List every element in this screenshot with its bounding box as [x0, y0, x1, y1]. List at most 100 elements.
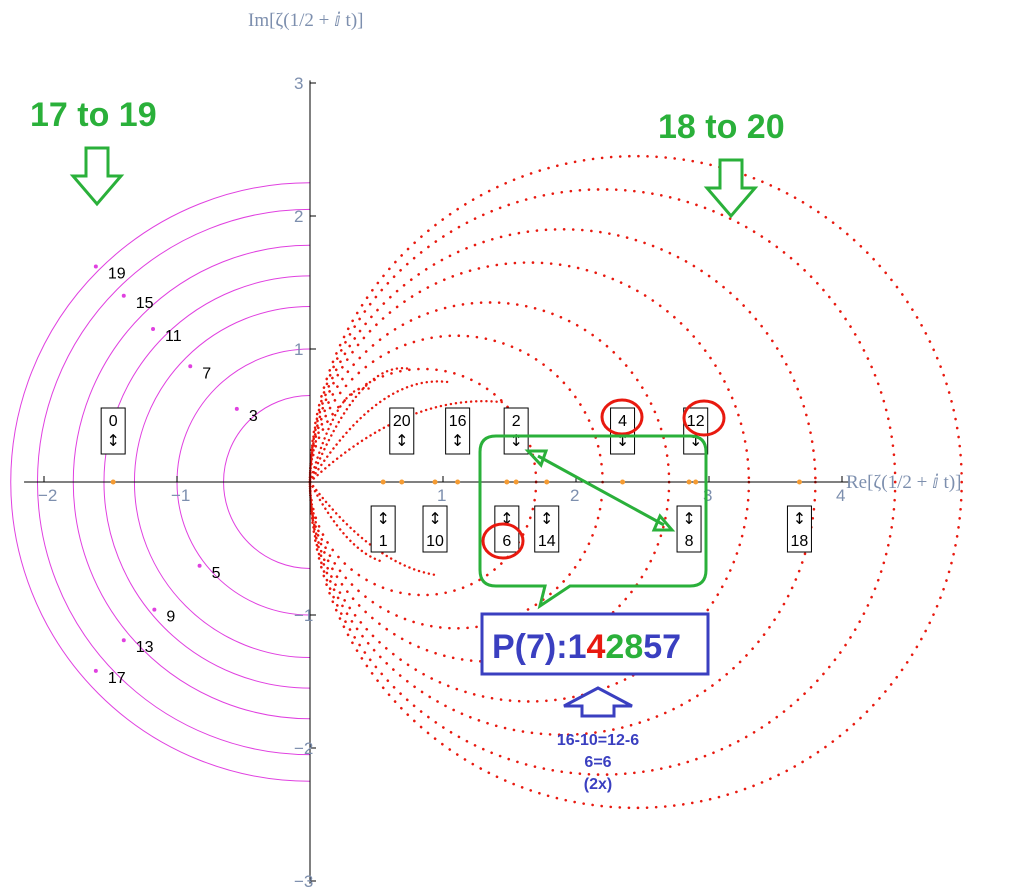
zero-point: [504, 479, 510, 485]
p7-digit: 7: [662, 628, 681, 666]
zero-box: [503, 407, 529, 455]
zero-label: 6: [502, 533, 511, 550]
point-label: 5: [212, 565, 221, 582]
point-label: 9: [166, 609, 175, 626]
p7-text: P(7):142857: [492, 628, 681, 666]
zero-label: 20: [393, 413, 411, 430]
x-tick-label: 4: [836, 486, 845, 505]
zero-point: [693, 479, 699, 485]
zero-box: [100, 407, 126, 455]
zero-point: [110, 479, 116, 485]
y-tick-label: −1: [294, 606, 313, 625]
point-label: 3: [249, 408, 258, 425]
p7-digit: 1: [568, 628, 587, 666]
note-line: 16-10=12-6: [557, 732, 639, 749]
zero-point: [544, 479, 550, 485]
p7-digit: 4: [586, 628, 605, 666]
x-axis-label: Re[ζ(1/2 + ⅈ t)]: [846, 472, 961, 493]
red-inner-curve-3: [308, 380, 451, 484]
p7-digit: 2: [605, 628, 624, 666]
green-speech-bubble: [478, 434, 708, 610]
point-label: 7: [202, 365, 211, 382]
y-tick-label: −3: [294, 872, 313, 891]
updown-arrow-icon: ↕: [540, 509, 553, 528]
y-tick-label: 1: [294, 340, 303, 359]
left-range-label: 17 to 19: [30, 96, 157, 134]
magenta-point: [151, 327, 156, 332]
point-label: 15: [136, 295, 154, 312]
p7-box: [480, 612, 710, 676]
zero-label: 16: [449, 413, 467, 430]
point-label: 11: [165, 328, 182, 345]
red-loop-7: [308, 154, 963, 810]
magenta-point: [197, 563, 202, 568]
red-inner-curve-2: [308, 367, 411, 484]
updown-arrow-icon: ↕: [451, 431, 464, 450]
zero-point: [380, 479, 386, 485]
y-tick-label: 3: [294, 74, 303, 93]
zero-label: 1: [379, 533, 388, 550]
zero-label: 8: [685, 533, 694, 550]
x-tick-label: −1: [171, 486, 190, 505]
zero-label: 12: [687, 413, 705, 430]
magenta-point: [234, 406, 239, 411]
y-tick-label: −2: [294, 739, 313, 758]
zero-label: 10: [426, 533, 444, 550]
zero-box: [786, 505, 812, 553]
zero-label: 18: [791, 533, 809, 550]
updown-arrow-icon: ↕: [395, 431, 408, 450]
arrowhead: [651, 513, 676, 532]
blue-up-arrow-icon: [563, 686, 633, 718]
magenta-point: [93, 264, 98, 269]
magenta-point: [152, 607, 157, 612]
zero-label: 2: [512, 413, 521, 430]
zero-box: [370, 505, 396, 553]
zero-box: [683, 407, 709, 455]
p7-prefix: P(7):: [492, 628, 568, 666]
zero-label: 4: [618, 413, 627, 430]
updown-arrow-icon: ↕: [509, 431, 522, 450]
red-inner-curve-5: [308, 480, 385, 563]
zero-point: [432, 479, 438, 485]
magenta-arc-7: [10, 182, 311, 782]
arrowhead: [524, 449, 549, 468]
zero-point: [796, 479, 802, 485]
red-circle-4: [600, 398, 644, 436]
updown-arrow-icon: ↕: [106, 431, 119, 450]
x-tick-label: 3: [703, 486, 712, 505]
point-label: 19: [108, 266, 126, 283]
double-arrow-icon: [537, 454, 665, 527]
updown-arrow-icon: ↕: [428, 509, 441, 528]
point-label: 17: [108, 670, 126, 687]
updown-arrow-icon: ↕: [793, 509, 806, 528]
zero-label: 14: [538, 533, 556, 550]
green-down-arrow-icon: [69, 146, 125, 207]
zero-point: [399, 479, 405, 485]
y-axis-label: Im[ζ(1/2 + ⅈ t)]: [248, 10, 363, 31]
zero-point: [513, 479, 519, 485]
zero-box: [445, 407, 471, 455]
red-circle-6: [481, 522, 525, 560]
note-line: (2x): [584, 776, 612, 793]
x-tick-label: 2: [570, 486, 579, 505]
zero-box: [494, 505, 520, 553]
magenta-point: [188, 364, 193, 369]
magenta-point: [93, 668, 98, 673]
red-circle-12: [682, 399, 726, 437]
p7-digit: 5: [643, 628, 662, 666]
zero-label: 0: [109, 413, 118, 430]
magenta-point: [121, 638, 126, 643]
note-line: 6=6: [584, 754, 611, 771]
zero-box: [422, 505, 448, 553]
zero-point: [686, 479, 692, 485]
y-tick-label: 2: [294, 207, 303, 226]
zero-point: [455, 479, 461, 485]
right-range-label: 18 to 20: [658, 108, 785, 146]
x-tick-label: −2: [38, 486, 57, 505]
point-label: 13: [136, 639, 154, 656]
updown-arrow-icon: ↕: [376, 509, 389, 528]
updown-arrow-icon: ↕: [682, 509, 695, 528]
